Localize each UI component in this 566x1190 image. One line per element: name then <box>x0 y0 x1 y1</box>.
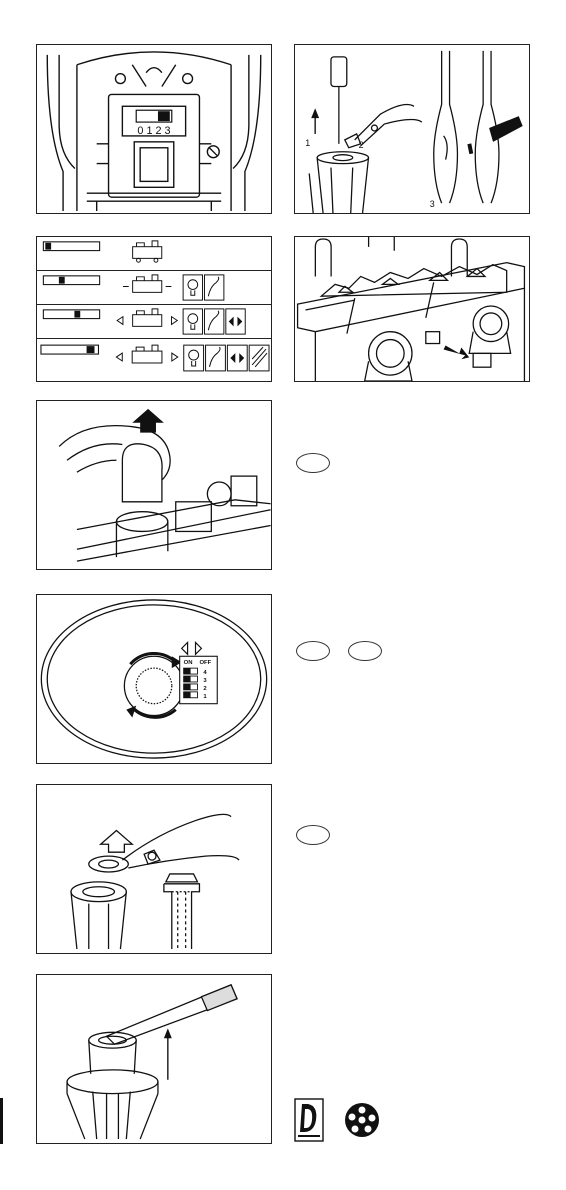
dip-on-label: ON <box>184 660 193 666</box>
locomotive-icon <box>116 345 177 363</box>
connector-plug-icon <box>344 1102 380 1138</box>
step-3-label: 3 <box>430 199 435 209</box>
counter-digits: 0 1 2 3 <box>137 125 170 137</box>
direction-icon <box>227 345 247 371</box>
smoke-icon <box>206 345 226 371</box>
up-arrow-icon <box>132 409 164 433</box>
pliers-illustration <box>37 785 271 953</box>
sound-icon <box>249 345 269 371</box>
up-arrow-outline-icon <box>101 830 133 852</box>
step-1-label: 1 <box>305 138 310 148</box>
smoke-icon <box>204 309 223 334</box>
bulb-icon <box>183 309 202 334</box>
direction-icon <box>226 309 245 334</box>
panel-cleaning <box>36 974 272 1144</box>
panel-dip-switch: ON OFF 4 3 2 1 <box>36 594 272 764</box>
direction-arrows-icon <box>182 642 202 654</box>
dip-switches: 4 3 2 1 <box>184 668 208 700</box>
smoke-icon <box>204 275 223 300</box>
panel-lift-cap <box>36 400 272 570</box>
step-badge-lift-cap <box>296 453 330 473</box>
step-badge-dip-switch-b <box>348 641 382 661</box>
mode-row-3 <box>37 305 271 339</box>
panel-tender <box>294 236 530 382</box>
locomotive-icon <box>123 275 172 292</box>
tender-illustration <box>295 237 529 381</box>
step-2-label: 2 <box>359 140 364 150</box>
mode-row-2 <box>37 271 271 305</box>
decoder-illustration: 0 1 2 3 <box>37 45 271 213</box>
panel-wire-cutting: 1 2 3 <box>294 44 530 214</box>
locomotive-icon <box>117 309 177 326</box>
mode-row-1 <box>37 237 271 271</box>
step-badge-dip-switch-a <box>296 641 330 661</box>
dip-switch-illustration: ON OFF 4 3 2 1 <box>37 595 271 763</box>
lift-cap-illustration <box>37 401 271 569</box>
bulb-icon <box>184 345 204 371</box>
wire-cutting-illustration: 1 2 3 <box>295 45 529 213</box>
panel-decoder-counter: 0 1 2 3 <box>36 44 272 214</box>
panel-mode-table <box>36 236 272 382</box>
panel-pliers <box>36 784 272 954</box>
mode-row-4 <box>37 339 271 382</box>
language-d-icon <box>294 1098 324 1142</box>
dip-off-label: OFF <box>199 660 211 666</box>
locomotive-icon <box>133 241 162 262</box>
cleaning-illustration <box>37 975 271 1143</box>
bulb-icon <box>183 275 202 300</box>
step-badge-pliers <box>296 825 330 845</box>
edge-mark <box>0 1098 3 1144</box>
